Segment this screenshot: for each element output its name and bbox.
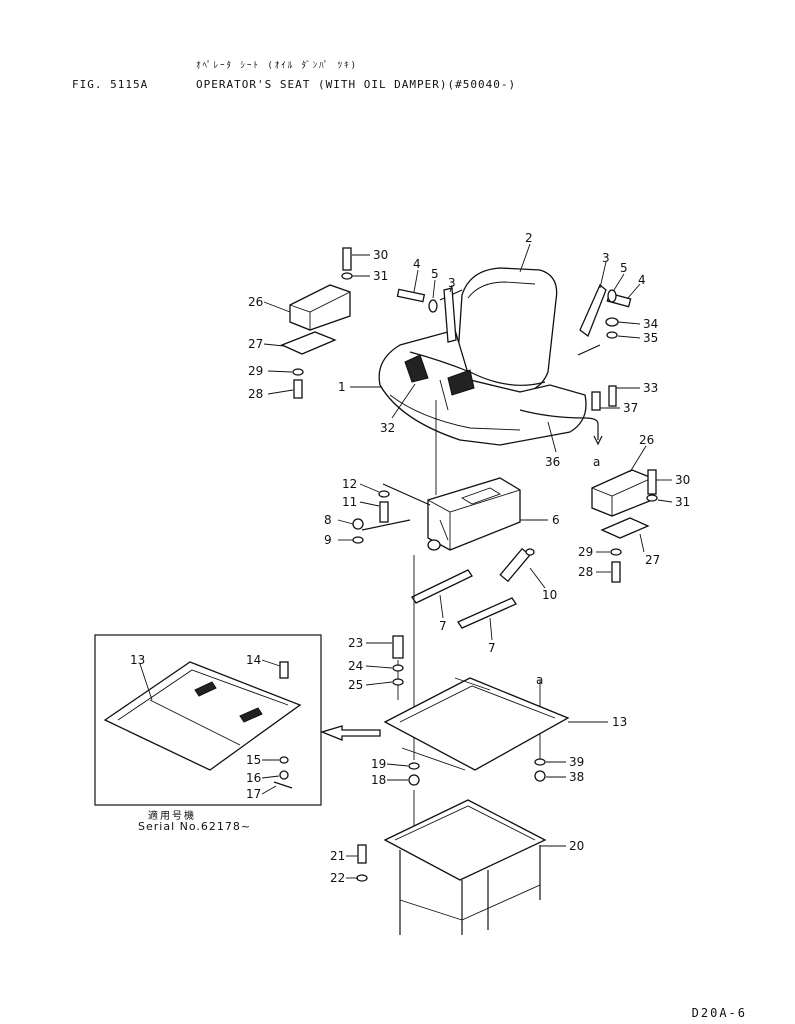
callout-9: 9 <box>324 533 332 547</box>
callout-27-left: 27 <box>248 337 263 351</box>
mount-hardware <box>352 490 390 544</box>
callout-1: 1 <box>338 380 346 394</box>
callout-5-right: 5 <box>620 261 628 275</box>
callout-a-harness: a <box>593 455 600 469</box>
callout-34: 34 <box>643 317 658 331</box>
callout-16: 16 <box>246 771 261 785</box>
callout-26-left: 26 <box>248 295 263 309</box>
callout-17: 17 <box>246 787 261 801</box>
callout-38: 38 <box>569 770 584 784</box>
reference-arrow <box>320 725 381 741</box>
callout-8: 8 <box>324 513 332 527</box>
callout-4-left: 4 <box>413 257 421 271</box>
bolts-23-25 <box>392 635 404 686</box>
callout-7-upper: 7 <box>439 619 447 633</box>
callout-10: 10 <box>542 588 557 602</box>
callout-3-left: 3 <box>448 276 456 290</box>
callout-15: 15 <box>246 753 261 767</box>
diagram-title: OPERATOR'S SEAT (WITH OIL DAMPER)(#50040… <box>196 78 517 91</box>
callout-13-inset: 13 <box>130 653 145 667</box>
callout-36: 36 <box>545 455 560 469</box>
suspension-unit <box>361 477 521 551</box>
callout-11: 11 <box>342 495 357 509</box>
callout-32: 32 <box>380 421 395 435</box>
callout-30-right: 30 <box>675 473 690 487</box>
seat-assembly <box>378 267 601 446</box>
callout-29-left: 29 <box>248 364 263 378</box>
callout-23: 23 <box>348 636 363 650</box>
callout-a-floor: a <box>536 673 543 687</box>
callout-22: 22 <box>330 871 345 885</box>
bolt-washer-set-right <box>605 289 632 339</box>
callout-18: 18 <box>371 773 386 787</box>
callout-27-right: 27 <box>645 553 660 567</box>
slide-rails <box>411 569 517 629</box>
callout-4-right: 4 <box>638 273 646 287</box>
armrest-bracket-right <box>579 283 607 338</box>
callout-19: 19 <box>371 757 386 771</box>
callout-24: 24 <box>348 659 363 673</box>
callout-31-right: 31 <box>675 495 690 509</box>
callout-5-left: 5 <box>431 267 439 281</box>
inset-frame <box>94 634 322 806</box>
callout-33: 33 <box>643 381 658 395</box>
armrest-bracket-left <box>443 287 457 343</box>
floor-plate <box>383 677 570 786</box>
inset-floor-plate <box>103 661 302 789</box>
callout-30-left: 30 <box>373 248 388 262</box>
callout-31-left: 31 <box>373 269 388 283</box>
drawing-code: D20A-6 <box>691 1006 747 1020</box>
callout-35: 35 <box>643 331 658 345</box>
bolt-washer-set-left <box>396 288 438 313</box>
callout-28-left: 28 <box>248 387 263 401</box>
armrest-right-assembly <box>591 469 658 583</box>
seat-switch-harness <box>519 385 617 446</box>
callout-29-right: 29 <box>578 545 593 559</box>
callout-12: 12 <box>342 477 357 491</box>
oil-damper <box>499 547 535 583</box>
callout-2: 2 <box>525 231 533 245</box>
callout-13-main: 13 <box>612 715 627 729</box>
callout-25: 25 <box>348 678 363 692</box>
serial-label: Serial No.62178~ <box>138 820 252 833</box>
callout-39: 39 <box>569 755 584 769</box>
callout-14: 14 <box>246 653 261 667</box>
callout-20: 20 <box>569 839 584 853</box>
callout-21: 21 <box>330 849 345 863</box>
serial-label-japanese: 適用号機 <box>148 811 196 822</box>
callout-3-right: 3 <box>602 251 610 265</box>
callout-labels: 1 2 3 3 4 4 5 5 6 7 7 8 9 <box>130 231 690 885</box>
callout-28-right: 28 <box>578 565 593 579</box>
callout-26-right: 26 <box>639 433 654 447</box>
callout-7-lower: 7 <box>488 641 496 655</box>
callout-6: 6 <box>552 513 560 527</box>
armrest-left-assembly <box>280 247 353 399</box>
figure-number: FIG. 5115A <box>72 78 149 91</box>
seat-stand-frame <box>356 799 547 935</box>
callout-37: 37 <box>623 401 638 415</box>
title-japanese: ｵﾍﾟﾚｰﾀ ｼｰﾄ (ｵｲﾙ ﾀﾞﾝﾊﾟ ﾂｷ) <box>196 61 359 71</box>
